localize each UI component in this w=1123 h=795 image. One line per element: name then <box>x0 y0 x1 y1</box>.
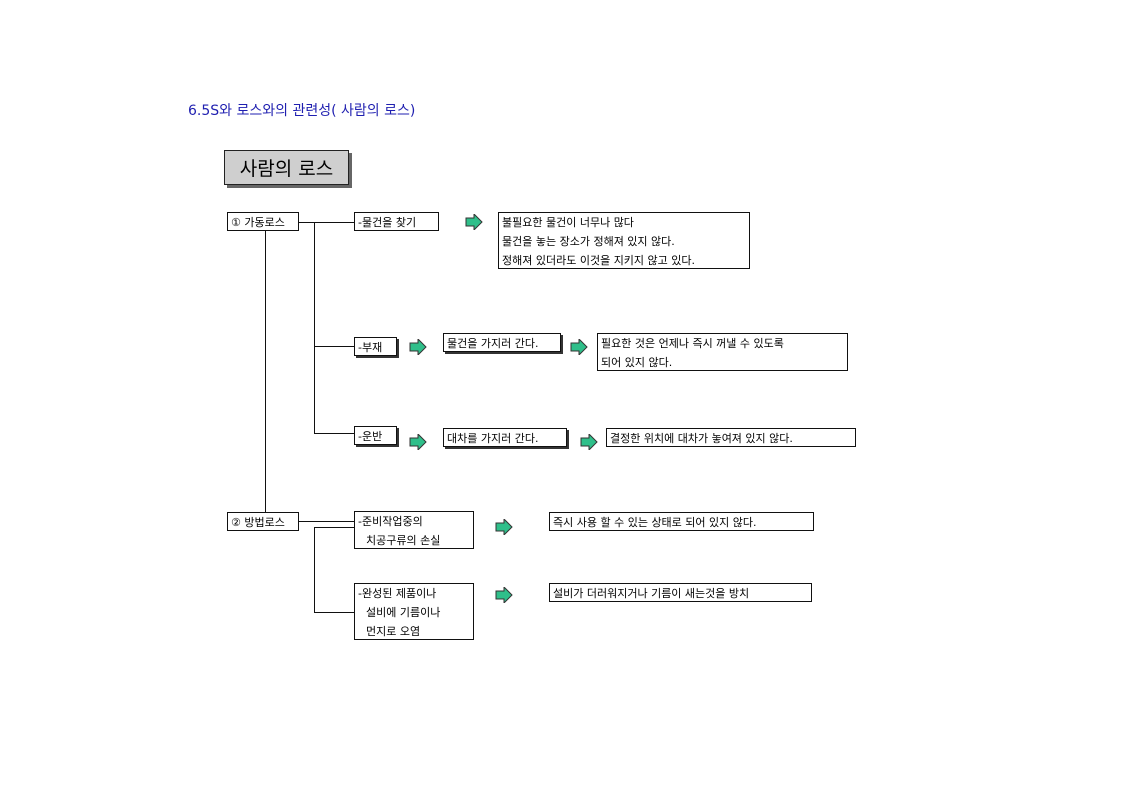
middle-absence: 물건을 가지러 간다. <box>443 333 561 352</box>
result-finished: 설비가 더러워지거나 기름이 새는것을 방치 <box>549 583 812 602</box>
group-method-loss: ② 방법로스 <box>227 512 299 531</box>
right-arrow-icon <box>409 339 427 355</box>
result-line: 물건을 놓는 장소가 정해져 있지 않다. <box>502 235 675 248</box>
right-arrow-icon <box>495 587 513 603</box>
right-arrow-icon <box>409 434 427 450</box>
item-line: -완성된 제품이나 <box>358 587 437 600</box>
branch-line <box>299 521 354 522</box>
result-line: 필요한 것은 언제나 즉시 꺼낼 수 있도록 <box>601 337 784 350</box>
result-line: 되어 있지 않다. <box>601 356 673 369</box>
item-finished: -완성된 제품이나 설비에 기름이나 먼지로 오염 <box>354 583 474 640</box>
result-search: 불필요한 물건이 너무나 많다 물건을 놓는 장소가 정해져 있지 않다. 정해… <box>498 212 750 269</box>
item-prep: -준비작업중의 치공구류의 손실 <box>354 511 474 549</box>
right-arrow-icon <box>495 519 513 535</box>
group-connector <box>265 231 266 512</box>
branch-line <box>314 346 354 347</box>
item-transport: -운반 <box>354 426 397 445</box>
branch-line <box>299 222 315 223</box>
page-heading: 6.5S와 로스와의 관련성( 사람의 로스) <box>188 103 416 119</box>
item-line: 먼지로 오염 <box>366 625 421 638</box>
item-search: -물건을 찾기 <box>354 212 439 231</box>
result-prep: 즉시 사용 할 수 있는 상태로 되어 있지 않다. <box>549 512 814 531</box>
item-line: 치공구류의 손실 <box>366 534 441 547</box>
right-arrow-icon <box>580 434 598 450</box>
right-arrow-icon <box>465 214 483 230</box>
item-line: 설비에 기름이나 <box>366 606 441 619</box>
branch-line <box>314 527 354 528</box>
result-absence: 필요한 것은 언제나 즉시 꺼낼 수 있도록 되어 있지 않다. <box>597 333 848 371</box>
branch-line <box>314 222 354 223</box>
branch-line <box>314 433 354 434</box>
item-line: -준비작업중의 <box>358 515 423 528</box>
middle-transport: 대차를 가지러 간다. <box>443 428 567 447</box>
result-transport: 결정한 위치에 대차가 놓여져 있지 않다. <box>606 428 856 447</box>
right-arrow-icon <box>570 339 588 355</box>
group-operation-loss: ① 가동로스 <box>227 212 299 231</box>
branch-trunk <box>314 527 315 613</box>
result-line: 정해져 있더라도 이것을 지키지 않고 있다. <box>502 254 696 267</box>
item-absence: -부재 <box>354 337 397 356</box>
diagram-title: 사람의 로스 <box>224 150 349 185</box>
result-line: 불필요한 물건이 너무나 많다 <box>502 216 634 229</box>
branch-line <box>314 612 354 613</box>
branch-trunk <box>314 222 315 434</box>
